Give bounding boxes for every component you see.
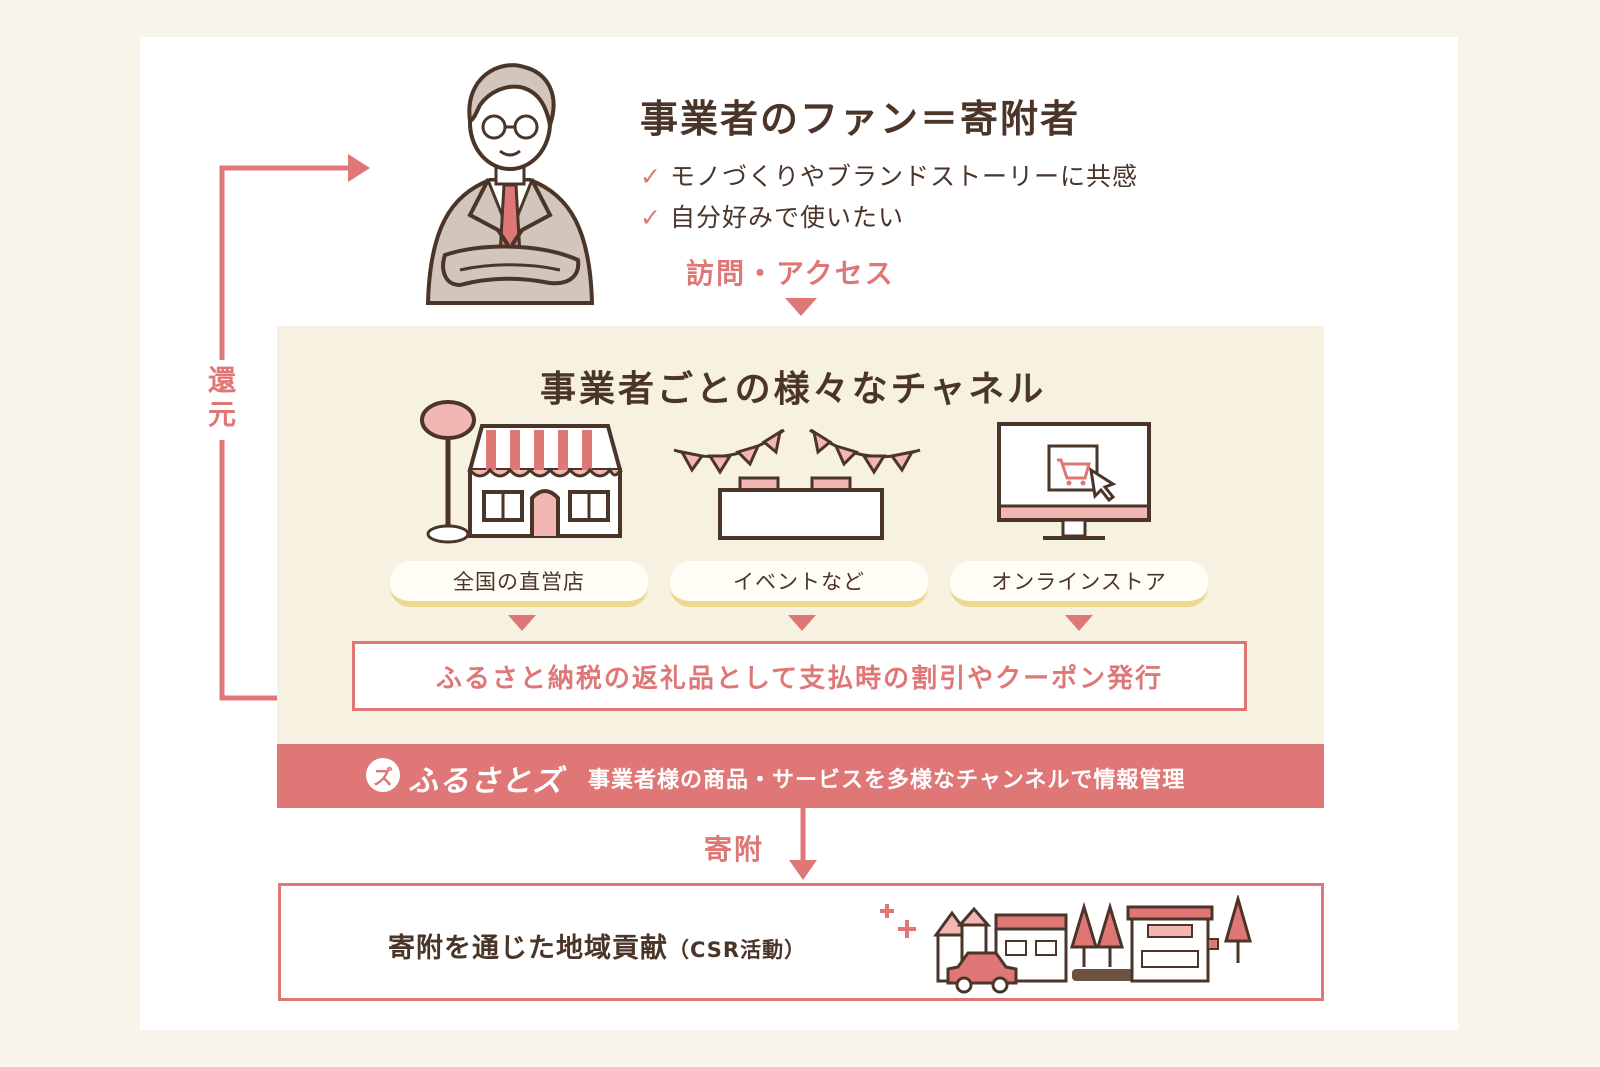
return-label: 還元 [208,364,242,432]
check-item: ✓ 自分好みで使いたい [640,198,904,234]
down-arrow-icon [783,296,819,318]
channel-pill-direct-store: 全国の直営店 [390,561,648,606]
event-stall-icon [672,420,922,550]
down-arrow-icon [787,614,817,632]
channel-pill-events: イベントなど [670,561,928,606]
online-store-monitor-icon [995,420,1155,550]
csr-text: 寄附を通じた地域貢献（CSR活動） [388,926,806,965]
channel-pill-online-store: オンラインストア [950,561,1208,606]
access-label: 訪問・アクセス [686,252,895,292]
down-arrow-icon [1064,614,1094,632]
town-icon [876,895,1286,995]
businessman-icon [420,55,600,305]
coupon-text: ふるさと納税の返礼品として支払時の割引やクーポン発行 [436,658,1163,695]
check-item: ✓ モノづくりやブランドストーリーに共感 [640,157,1138,193]
down-arrow-icon [507,614,537,632]
platform-description: 事業者様の商品・サービスを多様なチャンネルで情報管理 [588,762,1185,794]
coupon-box: ふるさと納税の返礼品として支払時の割引やクーポン発行 [352,641,1247,711]
csr-main-text: 寄附を通じた地域貢献 [388,933,668,964]
brand-name: ふるさとズ [408,756,563,800]
csr-suffix: （CSR活動） [668,938,806,962]
check-item-label: 自分好みで使いたい [670,203,904,232]
brand-logo-char: ズ [373,761,393,790]
brand-logo-icon: ズ [366,758,400,792]
check-icon: ✓ [640,203,662,232]
check-icon: ✓ [640,162,662,191]
storefront-icon [420,400,630,548]
check-item-label: モノづくりやブランドストーリーに共感 [670,162,1138,191]
fan-title: 事業者のファン＝寄附者 [640,88,1080,143]
donation-label: 寄附 [704,828,764,868]
donation-arrow [785,808,821,882]
